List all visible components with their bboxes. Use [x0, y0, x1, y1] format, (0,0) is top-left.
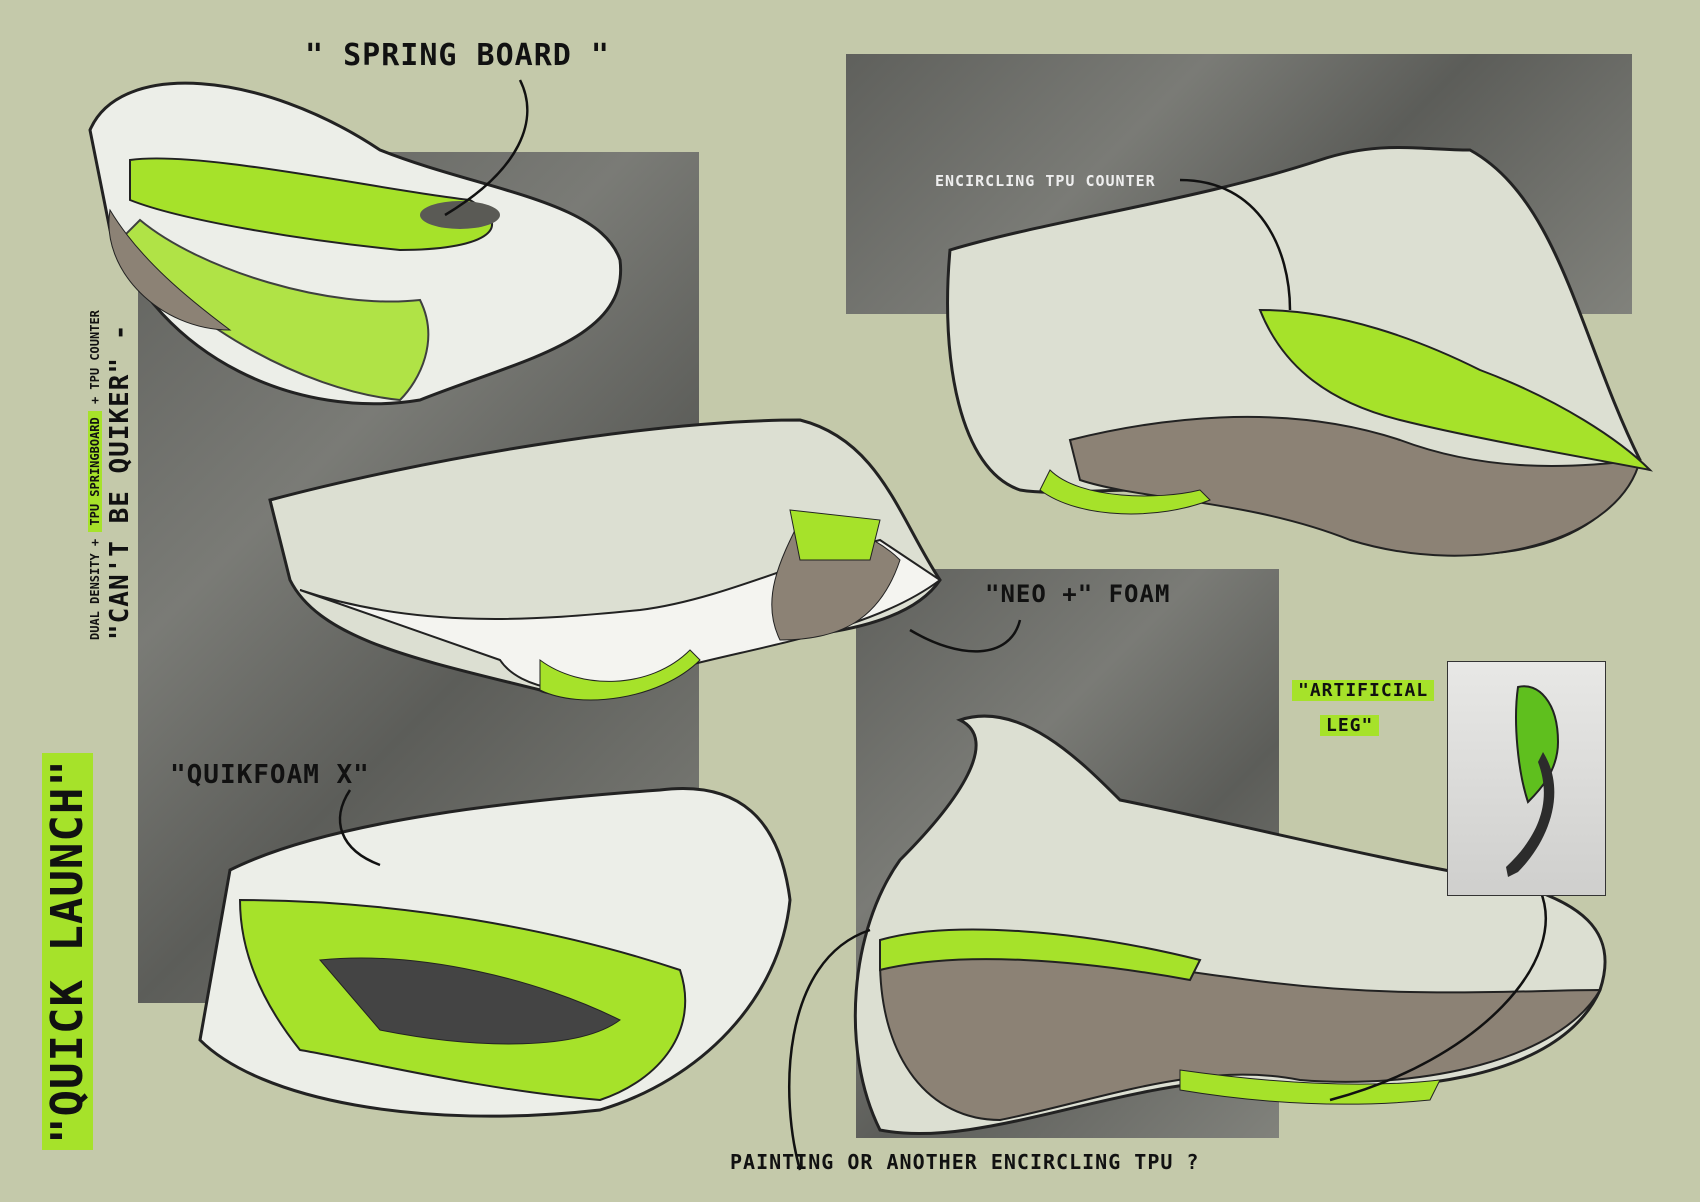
- annotation-neo-foam: "NEO +" FOAM: [985, 580, 1171, 608]
- sketch-side-view-top-right: [946, 146, 1654, 557]
- sketch-springboard-top-view: [88, 81, 623, 406]
- annotation-painting-question: PAINTING OR ANOTHER ENCIRCLING TPU ?: [730, 1150, 1200, 1174]
- sheet-title: "QUICK LAUNCH": [42, 753, 93, 1150]
- sketch-side-view-bottom-right: [853, 714, 1607, 1135]
- artificial-leg-text-2: LEG": [1320, 715, 1380, 736]
- sheet-subtitle: DUAL DENSITY + TPU SPRINGBOARD + TPU COU…: [88, 310, 102, 640]
- sheet-tagline: "CAN'T BE QUIKER" -: [105, 323, 135, 640]
- annotation-springboard-text: " SPRING BOARD ": [305, 38, 610, 73]
- sketch-side-view-middle: [268, 418, 942, 701]
- subtitle-part1: DUAL DENSITY +: [88, 531, 102, 640]
- sketch-quikfoam-view: [198, 787, 792, 1118]
- annotation-quikfoam: "QUIKFOAM X": [170, 760, 370, 790]
- artificial-leg-text-1: "ARTIFICIAL: [1292, 680, 1435, 701]
- artificial-leg-reference-photo: [1447, 661, 1606, 896]
- annotation-artificial-leg-line1: "ARTIFICIAL: [1292, 680, 1435, 701]
- subtitle-part2: + TPU COUNTER: [88, 310, 102, 412]
- subtitle-highlight: TPU SPRINGBOARD: [88, 411, 102, 532]
- annotation-springboard: " SPRING BOARD ": [305, 38, 610, 73]
- annotation-artificial-leg-line2: LEG": [1320, 715, 1380, 736]
- annotation-encircling-counter: ENCIRCLING TPU COUNTER: [935, 172, 1156, 190]
- sheet-title-text: "QUICK LAUNCH": [42, 753, 93, 1150]
- annotation-leader-lines: [338, 79, 1547, 1171]
